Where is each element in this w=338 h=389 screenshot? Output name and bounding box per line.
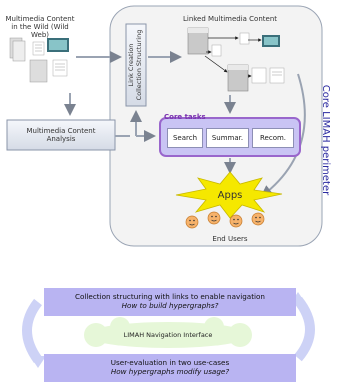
vertical-line2: Collection Structuring xyxy=(135,29,143,101)
bottom-top-line2: How to build hypergraphs? xyxy=(121,301,219,310)
core-perimeter-label: Core LIMAH perimeter xyxy=(320,84,331,196)
analysis-line1: Multimedia Content xyxy=(26,127,96,135)
bottom-top-line1: Collection structuring with links to ena… xyxy=(75,292,265,301)
analysis-line2: Analysis xyxy=(46,135,76,143)
web-documents-group xyxy=(9,37,69,83)
vertical-line1: Link Creation xyxy=(127,43,135,87)
web-title-line2: in the Wild (Wild Web) xyxy=(11,23,69,39)
server-stacks xyxy=(187,27,285,92)
task-recommendation: Recom. xyxy=(252,128,294,148)
navigation-interface-label: LIMAH Navigation Interface xyxy=(123,331,213,339)
bottom-top-text: Collection structuring with links to ena… xyxy=(44,292,296,310)
bottom-cycle xyxy=(22,288,315,382)
bottom-bottom-line1: User-evaluation in two use-cases xyxy=(110,358,230,367)
web-content-title: Multimedia Content in the Wild (Wild Web… xyxy=(2,15,78,39)
apps-burst xyxy=(175,171,283,219)
link-creation-label: Link Creation Collection Structuring xyxy=(127,24,145,106)
analysis-label: Multimedia Content Analysis xyxy=(7,127,115,143)
core-tasks-title: Core tasks xyxy=(164,113,206,121)
task-search: Search xyxy=(167,128,203,148)
apps-label: Apps xyxy=(217,190,243,201)
link-creation-box xyxy=(125,23,147,107)
task-summarization: Summar. xyxy=(206,128,249,148)
bottom-bottom-line2: How hypergraphs modify usage? xyxy=(110,367,230,376)
link-arrows xyxy=(204,36,262,78)
linked-content-title: Linked Multimedia Content xyxy=(182,15,278,23)
web-title-line1: Multimedia Content xyxy=(5,15,75,23)
bottom-bottom-text: User-evaluation in two use-cases How hyp… xyxy=(44,358,296,376)
analysis-box xyxy=(6,119,116,151)
end-users-label: End Users xyxy=(212,235,248,243)
end-user-faces xyxy=(185,211,265,229)
